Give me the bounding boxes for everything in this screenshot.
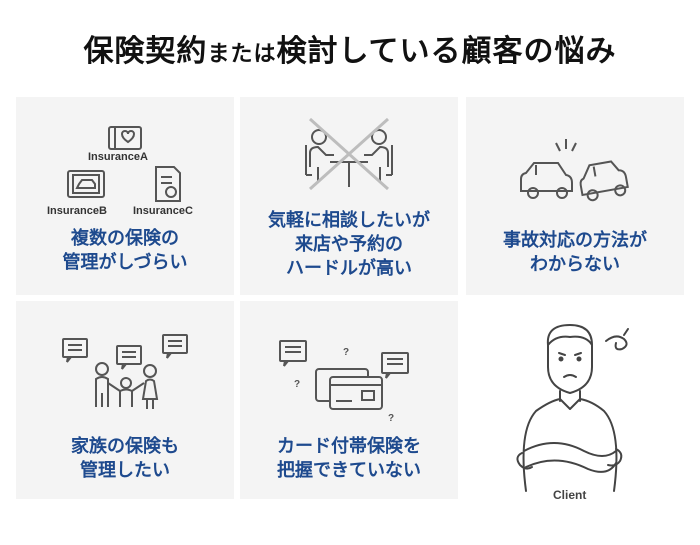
credit-cards-icon: ? ? ? (279, 340, 409, 424)
page-title: 保険契約または検討している顧客の悩み (0, 26, 700, 70)
caption-line: 家族の保険も (71, 436, 179, 457)
worried-client-illustration (516, 324, 629, 492)
question-mark: ? (343, 347, 349, 358)
card-accident-handling: 事故対応の方法が わからない (466, 97, 684, 295)
caption-line: 管理したい (80, 460, 170, 481)
title-part3: 検討している顧客の悩み (276, 34, 617, 69)
caption-line: カード付帯保険を (277, 436, 421, 457)
question-mark: ? (294, 379, 300, 390)
card-consultation-hurdle: 気軽に相談したいが 来店や予約の ハードルが高い (240, 97, 458, 295)
caption-line: 管理がしづらい (62, 252, 188, 273)
question-mark: ? (388, 413, 394, 424)
title-part1: 保険契約 (83, 34, 208, 69)
caption-line: 複数の保険の (71, 228, 179, 249)
caption-line: わからない (530, 254, 620, 275)
card-caption: 事故対応の方法が わからない (466, 229, 684, 277)
card-caption: 気軽に相談したいが 来店や予約の ハードルが高い (240, 209, 458, 281)
insurance-c-label: InsuranceC (133, 205, 193, 217)
caption-line: ハードルが高い (286, 258, 412, 279)
card-caption: カード付帯保険を 把握できていない (240, 435, 458, 483)
caption-line: 来店や予約の (295, 234, 403, 255)
card-multiple-insurance: InsuranceA InsuranceB InsuranceC 複数の保険の … (16, 97, 234, 295)
card-caption: 家族の保険も 管理したい (16, 435, 234, 483)
insurance-a-label: InsuranceA (88, 151, 148, 163)
insurance-b-label: InsuranceB (47, 205, 107, 217)
caption-line: 事故対応の方法が (503, 230, 647, 251)
caption-line: 把握できていない (277, 460, 421, 481)
insurance-devices-icon (67, 126, 181, 202)
card-caption: 複数の保険の 管理がしづらい (16, 227, 234, 275)
consultation-crossed-icon (305, 117, 393, 191)
car-collision-icon (520, 139, 629, 202)
client-label: Client (553, 488, 587, 502)
family-icon (62, 334, 188, 409)
card-credit-card-insurance: ? ? ? カード付帯保険を 把握できていない (240, 301, 458, 499)
title-part2: または (207, 42, 277, 67)
caption-line: 気軽に相談したいが (268, 210, 430, 231)
card-family-insurance: 家族の保険も 管理したい (16, 301, 234, 499)
